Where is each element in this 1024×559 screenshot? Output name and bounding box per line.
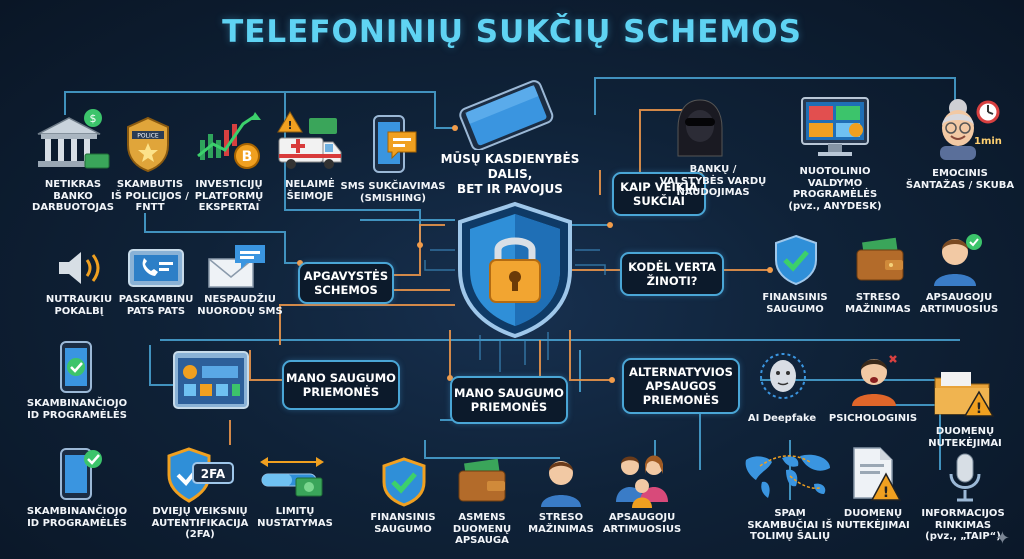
- label-set-limits: LIMITŲ NUSTATYMAS: [257, 506, 333, 529]
- label-fake-bank-employee: NETIKRAS BANKO DARBUOTOJAS: [32, 179, 114, 213]
- folder-warning-icon: !: [934, 372, 995, 417]
- angry-person-icon: [852, 355, 897, 406]
- svg-text:POLICE: POLICE: [137, 133, 159, 140]
- label-mid-financial-security: FINANSINIS SAUGUMO: [370, 512, 436, 535]
- wallet-icon: [856, 237, 904, 281]
- smartphone-icon: [459, 80, 554, 150]
- label-spam-calls-abroad: SPAM SKAMBUČIAI IŠ TOLIMŲ ŠALIŲ: [747, 508, 833, 542]
- label-remote-control-apps: NUOTOLINIO VALDYMO PROGRAMĖLĖS (pvz., AN…: [788, 166, 882, 212]
- label-sms-smishing: SMS SUKČIAVIMAS (SMISHING): [340, 181, 446, 204]
- svg-text:!: !: [976, 401, 982, 417]
- label-end-call: NUTRAUKIU POKALBĮ: [45, 294, 113, 317]
- label-mid-stress-reduction: STRESO MAŽINIMAS: [528, 512, 594, 535]
- person-icon: [541, 461, 581, 507]
- world-map-icon: [745, 454, 830, 498]
- label-personal-data-protection: ASMENS DUOMENŲ APSAUGA: [452, 512, 512, 546]
- label-mid-protect-loved-ones: APSAUGOJU ARTIMUOSIUS: [602, 512, 682, 535]
- hub-why-know[interactable]: KODĖL VERTA ŽINOTI?: [620, 252, 724, 296]
- bank-icon: $: [37, 109, 110, 169]
- shield-2fa-icon: [167, 447, 234, 503]
- label-protect-loved-ones: APSAUGOJU ARTIMUOSIUS: [919, 292, 999, 315]
- document-warning-icon: !: [853, 447, 902, 501]
- app-dashboard-icon: [173, 351, 249, 409]
- label-police-call: SKAMBUTIS IŠ POLICIJOS / FNTT: [111, 179, 189, 213]
- svg-text:!: !: [883, 485, 889, 501]
- label-psychological: PSICHOLOGINIS: [828, 413, 918, 424]
- speaker-icon: [59, 252, 100, 284]
- crying-elder-icon: [940, 99, 1000, 160]
- hub-security-middle[interactable]: MANO SAUGUMO PRIEMONĖS: [450, 376, 568, 424]
- hub-how-scammers-work[interactable]: KAIP VEIKIA SUKČIAI: [612, 172, 706, 216]
- microphone-icon: [949, 453, 981, 502]
- shield-lock-icon: [458, 201, 572, 339]
- shield-check-icon: [775, 234, 817, 286]
- hacker-icon: [677, 99, 723, 157]
- label-two-factor-auth: DVIEJŲ VEIKSNIŲ AUTENTIFIKACIJA (2FA): [151, 506, 249, 540]
- label-data-leaks-2: DUOMENŲ NUTEKĖJIMAI: [836, 508, 910, 531]
- remote-monitor-icon: [801, 97, 869, 156]
- phone-check-icon: [60, 448, 102, 500]
- shield-check-icon: [382, 457, 426, 507]
- page-title: TELEFONINIŲ SUKČIŲ SCHEMOS: [222, 14, 802, 50]
- svg-text:B: B: [242, 149, 253, 165]
- hub-alternative-measures[interactable]: ALTERNATYVIOS APSAUGOS PRIEMONĖS: [622, 358, 740, 414]
- ambulance-icon: !: [277, 111, 342, 169]
- crypto-chart-icon: B: [197, 112, 261, 169]
- label-bank-state-names: BANKŲ / VALSTYBĖS VARDŲ NAUDOJIMAS: [659, 164, 767, 198]
- ai-face-icon: [760, 353, 806, 399]
- sparkle-icon: ✦: [994, 528, 1010, 549]
- sms-phone-icon: [373, 115, 417, 173]
- label-financial-security: FINANSINIS SAUGUMO: [762, 292, 828, 315]
- person-check-icon: [934, 234, 982, 286]
- family-icon: [616, 455, 668, 508]
- label-no-sms-links: NESPAUDŽIU NUORODŲ SMS: [197, 294, 283, 317]
- label-investment-experts: INVESTICIJŲ PLATFORMŲ EKSPERTAI: [194, 179, 264, 213]
- police-badge-icon: POLICE: [127, 116, 169, 173]
- label-call-myself: PASKAMBINU PATS PATS: [118, 294, 194, 317]
- hub-security-left[interactable]: MANO SAUGUMO PRIEMONĖS: [282, 360, 400, 410]
- timer-label: 1min: [974, 136, 1002, 147]
- limit-slider-icon: [260, 457, 324, 497]
- label-data-leaks-1: DUOMENŲ NUTEKĖJIMAI: [928, 426, 1002, 449]
- label-caller-id-apps-2: SKAMBINANČIOJO ID PROGRAMĖLĖS: [26, 506, 128, 529]
- center-caption: MŪSŲ KASDIENYBĖS DALIS, BET IR PAVOJUS: [440, 152, 580, 196]
- label-emotional-blackmail: EMOCINIS ŠANTAŽAS / SKUBA: [905, 168, 1015, 191]
- twofa-badge: 2FA: [200, 467, 226, 481]
- label-stress-reduction: STRESO MAŽINIMAS: [845, 292, 911, 315]
- tablet-call-icon: [128, 249, 184, 287]
- wallet-icon: [458, 458, 506, 502]
- label-information-gathering: INFORMACIJOS RINKIMAS (pvz., „TAIP“): [921, 508, 1005, 542]
- hub-schemes[interactable]: APGAVYSTĖS SCHEMOS: [298, 262, 394, 304]
- svg-text:$: $: [90, 112, 97, 125]
- envelope-icon: [208, 245, 265, 288]
- label-family-emergency: NELAIMĖ ŠEIMOJE: [285, 179, 335, 202]
- phone-check-icon: [60, 341, 92, 393]
- label-caller-id-apps-1: SKAMBINANČIOJO ID PROGRAMĖLĖS: [26, 398, 128, 421]
- svg-text:!: !: [287, 119, 292, 132]
- label-ai-deepfake: AI Deepfake: [747, 413, 817, 424]
